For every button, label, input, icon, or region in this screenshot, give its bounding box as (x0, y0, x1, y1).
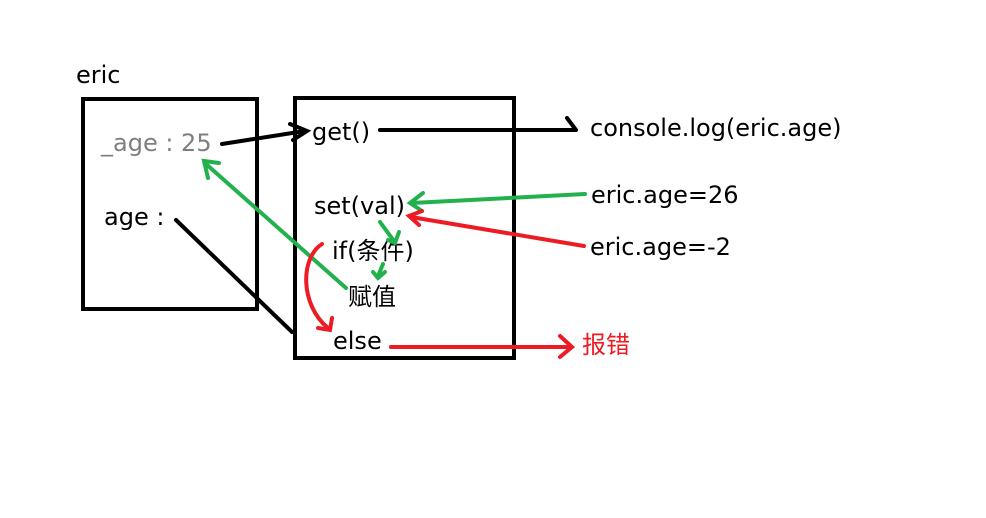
else-label: else (333, 327, 382, 355)
assign-to-age-arrow (204, 162, 348, 290)
accessor-box (293, 96, 516, 360)
getter-to-console-arrowhead (565, 116, 578, 132)
age-to-getter-arrowhead (288, 122, 312, 142)
invalid-assignment-label: eric.age=-2 (590, 233, 731, 261)
green-arrows (201, 158, 587, 290)
if-to-else-arrowhead (316, 316, 334, 333)
set-to-if-arrow (378, 220, 396, 243)
getter-label: get() (312, 118, 370, 146)
assign-to-age-arrowhead (201, 158, 221, 180)
black-arrows (174, 116, 578, 334)
invalid-input-arrow (409, 215, 586, 248)
if-to-assign-arrow (376, 262, 385, 278)
error-label: 报错 (582, 331, 630, 359)
valid-input-arrow (410, 192, 587, 205)
object-box (81, 97, 259, 311)
if-to-else-curve (304, 242, 330, 330)
if-condition-label: if(条件) (332, 237, 414, 265)
assign-label: 赋值 (348, 283, 396, 311)
age-field: age : (104, 203, 164, 231)
console-log-label: console.log(eric.age) (590, 114, 841, 142)
valid-assignment-label: eric.age=26 (591, 181, 738, 209)
red-arrows (304, 209, 586, 359)
private-age-field: _age : 25 (100, 129, 212, 157)
age-to-getter-arrow (220, 129, 307, 146)
set-to-if-arrowhead (386, 230, 401, 246)
age-to-accessor-line (174, 218, 294, 334)
object-label: eric (76, 61, 121, 89)
valid-input-arrowhead (406, 191, 425, 213)
else-to-error-arrowhead (558, 334, 576, 359)
invalid-input-arrowhead (405, 209, 424, 227)
setter-label: set(val) (314, 192, 405, 220)
if-to-assign-arrowhead (371, 270, 387, 281)
